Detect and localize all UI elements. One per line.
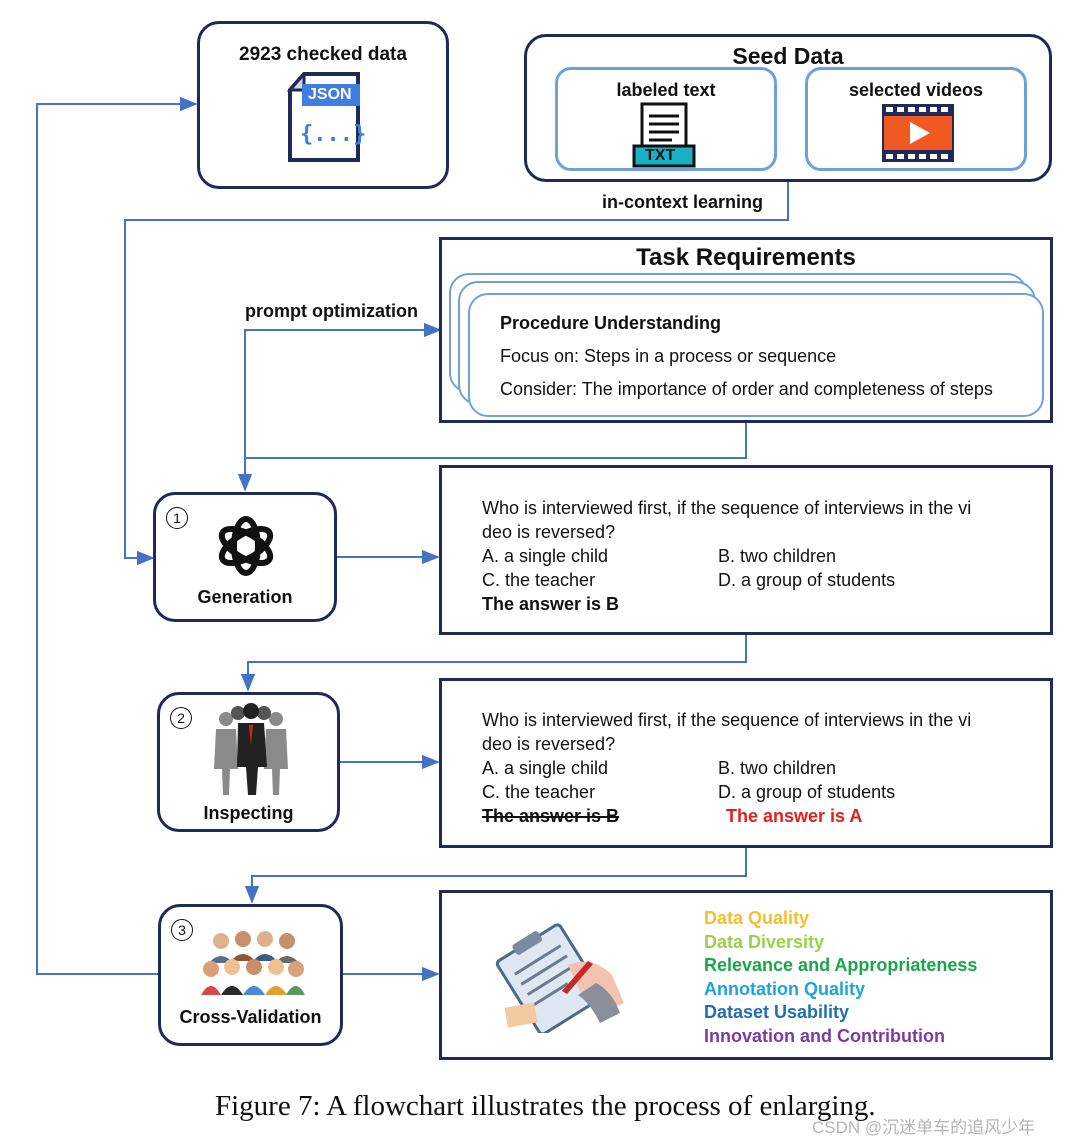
option-c: C. the teacher bbox=[482, 782, 596, 802]
question-line-1: Who is interviewed first, if the sequenc… bbox=[482, 710, 972, 730]
team-people-icon bbox=[201, 929, 305, 999]
answer-text: The answer is B bbox=[482, 594, 620, 614]
criteria-list: Data Quality Data Diversity Relevance an… bbox=[704, 907, 977, 1048]
labeled-text-card: labeled text TXT bbox=[555, 67, 777, 171]
option-c: C. the teacher bbox=[482, 570, 596, 590]
checked-data-title: 2923 checked data bbox=[239, 44, 407, 65]
prompt-opt-label: prompt optimization bbox=[245, 301, 418, 321]
step-number-badge: 1 bbox=[166, 507, 188, 529]
inspectors-group-icon bbox=[212, 701, 290, 797]
selected-videos-card: selected videos bbox=[805, 67, 1027, 171]
checked-data-box: 2923 checked data JSON {...} bbox=[197, 21, 449, 189]
struck-answer-text: The answer is B bbox=[482, 806, 620, 826]
cross-validation-label: Cross-Validation bbox=[179, 1007, 322, 1027]
inspecting-label: Inspecting bbox=[203, 803, 294, 823]
json-file-icon: JSON {...} bbox=[286, 70, 366, 164]
criterion-dataset-usability: Dataset Usability bbox=[704, 1002, 850, 1022]
step-number-badge: 2 bbox=[170, 707, 192, 729]
criterion-data-diversity: Data Diversity bbox=[704, 931, 825, 952]
selected-videos-label: selected videos bbox=[848, 80, 984, 100]
document-review-icon bbox=[492, 921, 632, 1036]
corrected-answer-text: The answer is A bbox=[726, 806, 863, 826]
step-number-badge: 3 bbox=[171, 919, 193, 941]
task-requirements-box: Task Requirements Procedure Understandin… bbox=[439, 237, 1053, 423]
criterion-annotation-quality: Annotation Quality bbox=[704, 978, 865, 999]
generation-step-box: 1 Generation bbox=[153, 492, 337, 622]
option-a: A. a single child bbox=[482, 758, 609, 778]
labeled-text-label: labeled text bbox=[616, 80, 716, 100]
option-b: B. two children bbox=[718, 546, 837, 566]
task-consider: Consider: The importance of order and co… bbox=[500, 379, 993, 399]
openai-logo-icon bbox=[211, 511, 281, 581]
question-line-2: deo is reversed? bbox=[482, 522, 616, 542]
txt-file-icon: TXT bbox=[632, 102, 696, 168]
watermark: CSDN @沉迷单车的追风少年 bbox=[812, 1118, 1036, 1137]
json-tag: JSON bbox=[308, 86, 352, 103]
seed-data-title: Seed Data bbox=[732, 43, 844, 69]
task-focus: Focus on: Steps in a process or sequence bbox=[500, 346, 837, 366]
generated-question-box: Who is interviewed first, if the sequenc… bbox=[439, 465, 1053, 635]
generation-label: Generation bbox=[197, 587, 293, 607]
question-line-2: deo is reversed? bbox=[482, 734, 616, 754]
option-d: D. a group of students bbox=[718, 570, 896, 590]
option-d: D. a group of students bbox=[718, 782, 896, 802]
prompt-opt-arrow bbox=[244, 322, 442, 490]
txt-tag: TXT bbox=[645, 147, 676, 164]
json-glyph: {...} bbox=[300, 122, 367, 147]
option-b: B. two children bbox=[718, 758, 837, 778]
figure-caption: Figure 7: A flowchart illustrates the pr… bbox=[215, 1090, 876, 1122]
icl-label: in-context learning bbox=[602, 192, 764, 212]
task-requirements-title: Task Requirements bbox=[636, 244, 856, 271]
inspecting-step-box: 2 Inspecting bbox=[157, 692, 340, 832]
video-film-icon bbox=[880, 102, 956, 164]
criterion-data-quality: Data Quality bbox=[704, 908, 810, 928]
option-a: A. a single child bbox=[482, 546, 609, 566]
task-card: Procedure Understanding Focus on: Steps … bbox=[468, 293, 1044, 417]
inspected-question-box: Who is interviewed first, if the sequenc… bbox=[439, 678, 1053, 848]
cross-validation-step-box: 3 Cross-Validation bbox=[158, 904, 343, 1046]
criterion-innovation: Innovation and Contribution bbox=[704, 1025, 945, 1046]
criteria-box: Data Quality Data Diversity Relevance an… bbox=[439, 890, 1053, 1060]
seed-data-box: Seed Data labeled text TXT selected vide… bbox=[524, 34, 1052, 182]
question-line-1: Who is interviewed first, if the sequenc… bbox=[482, 498, 972, 518]
task-card-title: Procedure Understanding bbox=[500, 313, 722, 333]
criterion-relevance: Relevance and Appropriateness bbox=[704, 955, 978, 975]
